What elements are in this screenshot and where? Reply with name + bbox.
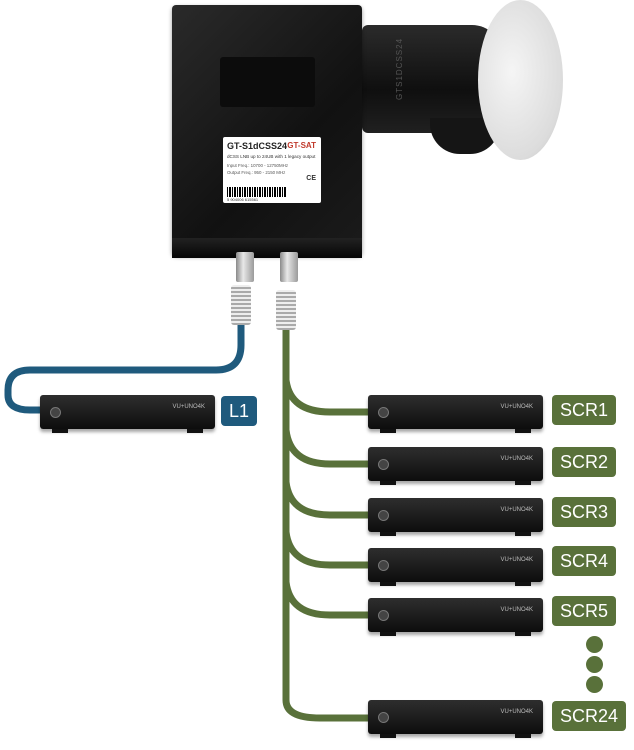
receiver-brand: VU+UNO4K xyxy=(500,557,533,563)
f-plug-scr xyxy=(276,290,296,330)
receiver-brand: VU+UNO4K xyxy=(500,404,533,410)
receiver-scr1: VU+UNO4K xyxy=(368,395,543,433)
power-button-icon xyxy=(378,510,389,521)
ellipsis-dot xyxy=(586,676,603,693)
lnb-body xyxy=(172,5,362,255)
scr-cable-branch-1 xyxy=(282,379,368,416)
output-tag-l1: L1 xyxy=(221,396,258,426)
lnb-window xyxy=(220,57,315,107)
receiver-foot xyxy=(515,582,531,586)
lnb-model: GT-S1dCSS24 xyxy=(227,141,288,151)
receiver-foot xyxy=(52,429,68,433)
receiver-legacy: VU+UNO4K xyxy=(40,395,215,433)
output-tag-scr5: SCR5 xyxy=(552,596,617,626)
receiver-foot xyxy=(515,734,531,738)
lnb-input-freq: Input Freq.: 10700 - 12750MHz xyxy=(227,163,289,168)
ellipsis-dot xyxy=(586,636,603,653)
f-plug-legacy xyxy=(231,285,251,325)
lnb-horn-text: GTS1DCSS24 xyxy=(395,37,404,100)
ellipsis-dot xyxy=(586,656,603,673)
receiver-foot xyxy=(515,532,531,536)
receiver-brand: VU+UNO4K xyxy=(500,709,533,715)
output-tag-scr4: SCR4 xyxy=(552,546,617,576)
receiver-foot xyxy=(380,582,396,586)
power-button-icon xyxy=(378,610,389,621)
output-tag-scr2: SCR2 xyxy=(552,447,617,477)
lnb-feed-cap xyxy=(478,0,563,160)
receiver-foot xyxy=(380,481,396,485)
scr-cable-branch-5 xyxy=(282,581,368,619)
receiver-foot xyxy=(380,734,396,738)
barcode xyxy=(227,187,287,197)
receiver-foot xyxy=(515,632,531,636)
receiver-foot xyxy=(515,481,531,485)
receiver-scr5: VU+UNO4K xyxy=(368,598,543,636)
lnb-description: dCSS LNB up to 24UB with 1 legacy output xyxy=(227,154,316,159)
output-tag-scr3: SCR3 xyxy=(552,497,617,527)
lnb-base xyxy=(172,238,362,258)
receiver-foot xyxy=(380,429,396,433)
receiver-brand: VU+UNO4K xyxy=(500,456,533,462)
receiver-scr3: VU+UNO4K xyxy=(368,498,543,536)
output-tag-scr1: SCR1 xyxy=(552,395,617,425)
lnb-output-connector-scr xyxy=(280,252,298,282)
lnb-output-freq: Output Freq.: 950 - 2150 MHz xyxy=(227,170,286,175)
receiver-scr4: VU+UNO4K xyxy=(368,548,543,586)
receiver-brand: VU+UNO4K xyxy=(172,404,205,410)
power-button-icon xyxy=(378,407,389,418)
ce-mark: CE xyxy=(306,175,316,182)
scr-cable-branch-3 xyxy=(282,481,368,519)
brand-logo: GT-SAT xyxy=(287,141,316,150)
receiver-scr24: VU+UNO4K xyxy=(368,700,543,738)
output-tag-scr24: SCR24 xyxy=(552,701,627,731)
scr-cable-trunk xyxy=(282,326,372,722)
power-button-icon xyxy=(50,407,61,418)
barcode-number: 5 904006 615561 xyxy=(227,197,259,202)
receiver-foot xyxy=(187,429,203,433)
receiver-foot xyxy=(515,429,531,433)
scr-cable-branch-2 xyxy=(282,429,368,468)
receiver-brand: VU+UNO4K xyxy=(500,607,533,613)
power-button-icon xyxy=(378,712,389,723)
power-button-icon xyxy=(378,459,389,470)
lnb-output-connector-legacy xyxy=(236,252,254,282)
legacy-cable xyxy=(4,316,245,414)
lnb-label: GT-S1dCSS24 GT-SAT dCSS LNB up to 24UB w… xyxy=(223,137,321,203)
receiver-scr2: VU+UNO4K xyxy=(368,447,543,485)
scr-cable-branch-4 xyxy=(282,531,368,569)
power-button-icon xyxy=(378,560,389,571)
receiver-brand: VU+UNO4K xyxy=(500,507,533,513)
receiver-foot xyxy=(380,532,396,536)
receiver-foot xyxy=(380,632,396,636)
